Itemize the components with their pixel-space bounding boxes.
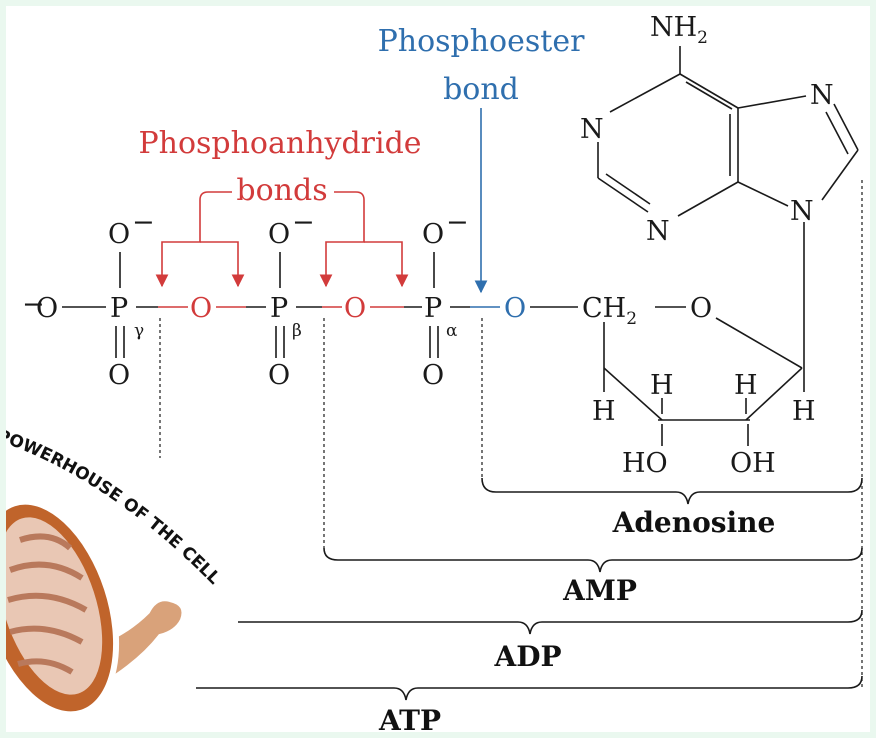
- bracket-label-adenosine: Adenosine: [612, 506, 776, 539]
- oxygen-anhydride-2: O: [344, 293, 366, 324]
- bond-o-c1: [715, 317, 803, 369]
- ch2-group: CH2: [582, 293, 637, 329]
- nitrogen-9: N: [790, 196, 814, 227]
- bracket-amp: [323, 547, 863, 573]
- ho-group: HO: [622, 448, 668, 479]
- bracket-label-adp: ADP: [493, 640, 561, 673]
- bond-c8-n9: [821, 149, 859, 201]
- nitrogen-1: N: [580, 114, 604, 145]
- nh2-group: NH2: [650, 12, 708, 48]
- h-c4: H: [592, 396, 616, 427]
- anhydride-arrow-beta: [319, 191, 365, 288]
- h-c1: H: [792, 396, 816, 427]
- mitochondrion-inner: [0, 517, 103, 695]
- oxygen-gamma-bottom: O: [108, 360, 130, 391]
- bracket-adp: [238, 609, 863, 635]
- oxygen-beta-bottom: O: [268, 360, 290, 391]
- oh-group: OH: [730, 448, 776, 479]
- bond-n7-c8-inner: [825, 111, 849, 155]
- anhydride-arrow-gamma-o: [200, 241, 245, 288]
- gamma-label: γ: [134, 321, 144, 341]
- phosphorus-alpha: P: [424, 293, 442, 324]
- bracket-atp: [196, 675, 863, 701]
- bond-c6-n1: [609, 73, 681, 113]
- oxygen-beta-top: O: [268, 219, 290, 250]
- h-c2: H: [734, 370, 758, 401]
- oxygen-anhydride-1: O: [190, 293, 212, 324]
- minus-alpha-top: −: [446, 207, 469, 238]
- oxygen-ester: O: [504, 293, 526, 324]
- bond-c5-n7: [737, 95, 807, 109]
- phosphorus-gamma: P: [110, 293, 128, 324]
- oxygen-alpha-top: O: [422, 219, 444, 250]
- bracket-adenosine: [481, 477, 863, 505]
- cristae-folds: [7, 533, 88, 675]
- bond-c2-n3-inner: [605, 173, 651, 205]
- bracket-label-atp: ATP: [378, 704, 441, 737]
- minus-beta-top: −: [292, 207, 315, 238]
- bond-c4-n9: [737, 181, 789, 207]
- phosphoanhydride-label-line2: bonds: [236, 173, 327, 208]
- oxygen-alpha-bottom: O: [422, 360, 444, 391]
- phosphoanhydride-label-line1: Phosphoanhydride: [138, 126, 421, 161]
- bond-c2-n3: [597, 177, 649, 213]
- oxygen-gamma-top: O: [108, 219, 130, 250]
- ring-oxygen: O: [690, 293, 712, 324]
- beta-label: β: [292, 321, 302, 341]
- phosphoester-label-line1: Phosphoester: [378, 24, 586, 59]
- h-c3: H: [650, 370, 674, 401]
- minus-gamma-top: −: [132, 207, 155, 238]
- phosphorus-beta: P: [270, 293, 288, 324]
- bond-c4-c3-bold: [603, 367, 663, 421]
- bond-c6-c5: [679, 73, 739, 109]
- bracket-label-amp: AMP: [562, 574, 637, 607]
- bond-n7-c8: [833, 103, 859, 151]
- bond-n3-c4: [677, 181, 739, 217]
- alpha-label: α: [446, 321, 458, 341]
- bond-c2-c1-bold: [745, 367, 803, 421]
- bond-c6-c5-inner: [685, 81, 733, 110]
- terminal-oxygen: O: [36, 293, 58, 324]
- anhydride-arrow-beta-o: [364, 241, 409, 288]
- nitrogen-3: N: [646, 216, 670, 247]
- nitrogen-7: N: [810, 80, 834, 111]
- phosphoester-label-line2: bond: [443, 72, 519, 107]
- terminal-minus: −: [22, 289, 45, 320]
- anhydride-arrow-gamma: [155, 191, 232, 288]
